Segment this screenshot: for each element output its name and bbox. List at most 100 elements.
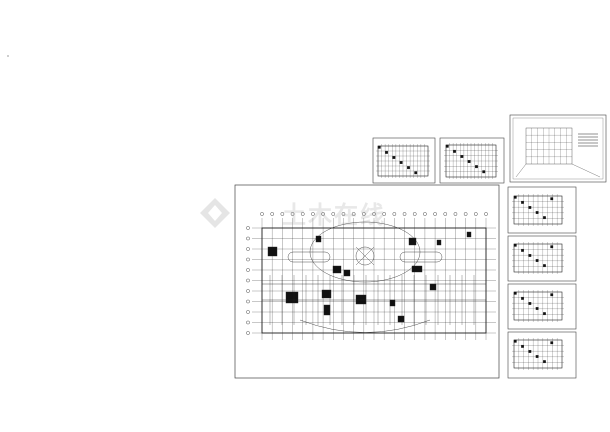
axis-bubble [484,212,488,216]
axis-bubble [453,212,458,216]
axis-bubble [341,212,346,216]
axis-bubble [433,212,437,216]
small-core-block [528,206,532,209]
axis-bubble [246,320,250,325]
small-core-block [543,216,546,220]
small-core-block [550,197,554,201]
rotunda-circle [355,246,375,266]
axis-bubble [300,212,305,216]
axis-bubble [382,212,386,216]
axis-bubble [372,212,376,216]
axis-bubble [351,212,356,216]
axis-bubble [246,299,250,304]
axis-bubble [412,212,417,216]
small-core-block [521,296,524,300]
small-core-block [528,302,532,305]
small-core-block [535,259,539,262]
small-core-block [475,165,478,169]
axis-bubble [280,212,285,216]
side-plan-sheet-2 [507,235,577,282]
small-core-block [460,155,464,158]
core-block [411,265,423,273]
small-core-block [528,254,532,257]
rotunda-cross [355,246,375,266]
small-core-block [513,243,517,247]
axis-bubble [246,247,250,251]
watermark-text: 土木在线 [282,201,386,229]
small-core-block [445,144,449,148]
small-core-block [399,161,403,164]
axis-bubble [474,212,478,216]
core-block [355,294,367,305]
walkway-left [287,251,331,263]
side-plan-sheet-3 [507,283,577,330]
core-block [389,299,396,307]
small-core-block [521,248,524,252]
core-block [429,283,437,291]
overview-fan-line [515,163,527,178]
axis-bubble [321,212,325,216]
axis-bubble [463,212,468,216]
overview-sheet [509,114,607,183]
core-block [285,291,299,304]
watermark-logo-icon [200,198,230,228]
small-core-block [513,195,517,199]
axis-bubble [246,226,250,230]
axis-bubble [311,212,315,216]
small-core-block [467,160,471,163]
axis-bubble [246,257,250,262]
small-core-block [513,291,517,295]
core-block [343,269,351,277]
axis-bubble [443,212,448,216]
axis-bubble [246,236,250,241]
axis-bubble [362,212,366,216]
side-plan-sheet-1 [507,186,577,234]
axis-bubble [290,212,295,216]
core-block [397,315,405,323]
small-core-block [535,211,539,214]
axis-bubble [246,331,250,335]
small-core-block [528,350,532,353]
small-core-block [513,339,517,343]
small-core-block [550,341,554,345]
overview-fan-line [571,163,601,178]
small-core-block [550,293,554,297]
core-block [321,289,332,299]
detail-sheet-2 [439,137,505,184]
small-core-block [543,360,546,364]
small-core-block [453,149,456,153]
core-block [466,231,472,238]
small-core-block [377,145,381,149]
core-block [436,239,442,246]
small-core-block [543,312,546,316]
small-core-block [535,355,539,358]
main-floor-plan-sheet [234,184,500,379]
small-core-block [535,307,539,310]
walkway-right [399,251,443,263]
axis-bubble [392,212,397,216]
axis-bubble [402,212,407,216]
core-block [408,237,417,246]
axis-bubble [246,310,250,314]
core-block [267,246,278,257]
axis-bubble [270,212,274,216]
small-core-block [550,245,554,249]
axis-bubble [260,212,264,216]
axis-bubble [246,268,250,272]
core-block [332,265,342,274]
detail-sheet-1 [372,137,436,184]
small-core-block [392,156,396,159]
axis-bubble [331,212,336,216]
curved-facade [299,319,431,333]
small-core-block [385,150,388,154]
side-plan-sheet-4 [507,331,577,379]
building-outline [261,227,487,334]
small-core-block [543,264,546,268]
small-core-block [521,344,524,348]
stray-point [7,55,9,57]
axis-bubble [423,212,427,216]
small-core-block [414,171,418,175]
axis-bubble [246,278,250,283]
core-block [323,304,331,316]
